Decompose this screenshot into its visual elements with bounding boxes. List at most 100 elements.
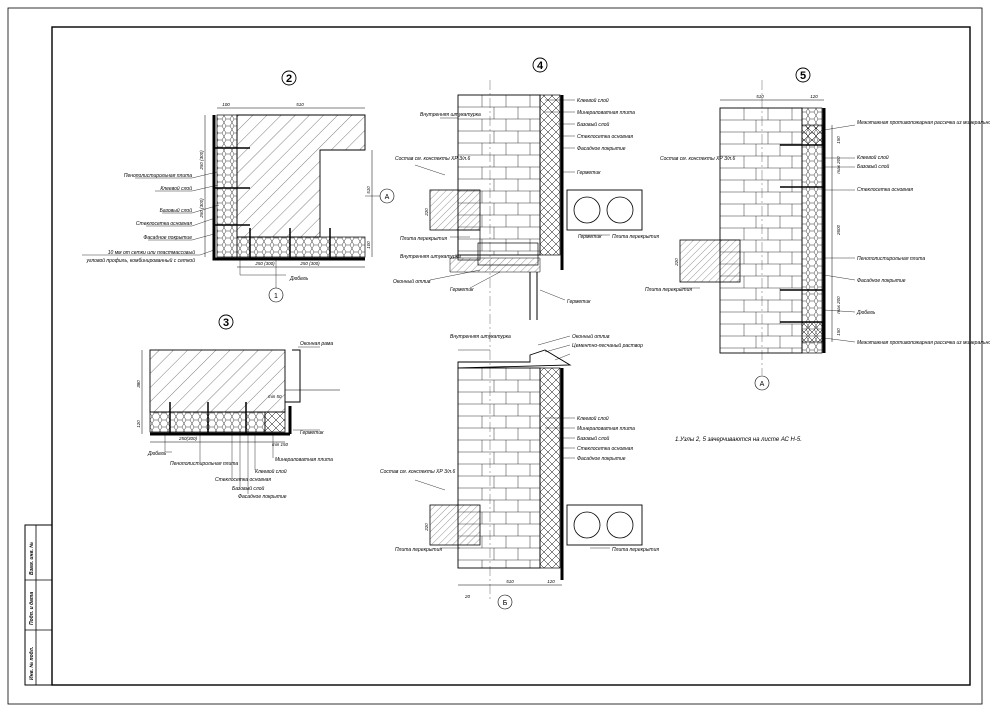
d-4l-3-text: Базовый слой <box>577 121 610 128</box>
d-5dim-5-text: 220 <box>674 258 679 267</box>
d-2l-0-text: Пенополистирольная плита <box>124 173 192 179</box>
dn-3-text: 5 <box>800 70 806 82</box>
d-5dim-4-text: max 200 <box>836 156 841 174</box>
d-3l-1-text: Герметик <box>300 430 324 436</box>
d-5l-5-text: Фасадное покрытие <box>857 278 906 284</box>
dn-1-text: 3 <box>223 317 229 329</box>
d-5dim-3-text: 2600 <box>836 224 841 236</box>
d-2dim-0-text: 100 <box>222 102 230 107</box>
side-stamp: Инв. № подл. Подп. и дата Взам. инв. № <box>24 524 53 686</box>
d-3dim-0-text: 380 <box>136 380 141 388</box>
d-4dim-3-text: 120 <box>547 579 555 584</box>
d-4l-1-text: Клеевой слой <box>577 97 609 104</box>
d-2l-2-text: Базовый слой <box>160 207 193 214</box>
d-4l-4-text: Стеклосетка основная <box>577 134 633 140</box>
detail-5: 5 510 120 150 2600 max 200 220 max 200 1… <box>645 67 990 391</box>
d-2l-6-text: угловой профиль, комбинированный с сетко… <box>85 257 195 264</box>
dn-2-text: 4 <box>537 60 544 72</box>
detail-4: 4 510 120 20 220 220 <box>380 57 659 610</box>
brick-courses <box>720 108 802 353</box>
d-5l-1-text: Клеевой слой <box>857 154 889 161</box>
d-3l-3-text: Пенополистирольная плита <box>170 461 238 467</box>
d-3l-7-text: Клеевой слой <box>255 468 287 475</box>
d-4l-0-text: Внутренняя штукатурка <box>420 112 481 118</box>
d-4l-13-text: Герметик <box>567 299 591 305</box>
ax-0-text: A <box>385 194 390 201</box>
stamp-inv-label: Инв. № подл. <box>29 647 35 680</box>
detail-2-bubble <box>281 70 297 86</box>
d-2dim-2-text: 250 (300) <box>199 150 204 171</box>
d-4l-12-text: Герметик <box>450 287 474 293</box>
d-4l-22-text: Плита перекрытия <box>395 547 442 553</box>
ax-3-text: A <box>760 381 765 388</box>
d-2dim-4-text: 250 (300) <box>254 261 275 266</box>
d-2dim-7-text: 100 <box>366 241 371 249</box>
d-4l-17-text: Клеевой слой <box>577 415 609 422</box>
d-2l-1-text: Клеевой слой <box>160 185 192 192</box>
d-5dim-7-text: 150 <box>836 328 841 336</box>
d-4l-14-text: Внутренняя штукатурка <box>450 334 511 340</box>
d-2dim-1-text: 510 <box>296 102 304 107</box>
d-4l-21-text: Фасадное покрытие <box>577 456 626 462</box>
d-4l-20-text: Стеклосетка основная <box>577 446 633 452</box>
detail-3: 3 380 120 250(300) min 50 min 150 <box>136 314 340 500</box>
d-5s-0-text: Состав см. конспекты ХР 3/л.6 <box>660 156 736 162</box>
d-5l-3-text: Стеклосетка основная <box>857 187 913 193</box>
d-4l-15-text: Оконный отлив <box>572 333 610 340</box>
d-5l-4-text: Пенополистирольная плита <box>857 256 925 262</box>
d-4dim-0-text: 220 <box>424 208 429 217</box>
d-3dim-2-text: 250(300) <box>178 436 198 441</box>
d-3l-6-text: Фасадное покрытие <box>238 494 287 500</box>
d-3l-8-text: Минераловатная плита <box>275 457 333 463</box>
d-2l-4-text: Фасадное покрытие <box>143 235 192 241</box>
d-4dim-4-text: 20 <box>464 594 471 599</box>
d-4s-0-text: Состав см. конспекты ХР 3/л.6 <box>395 156 471 162</box>
ax-2-text: Б <box>503 600 508 607</box>
d-4l-5-text: Фасадное покрытие <box>577 146 626 152</box>
d-4s-1-text: Состав см. конспекты ХР 3/л.6 <box>380 469 456 475</box>
detail-2-number: 2 <box>286 73 292 85</box>
d-4l-7-text: Плита перекрытия <box>400 236 447 242</box>
d-3dim-4-text: min 150 <box>272 442 289 447</box>
d-4l-23-text: Плита перекрытия <box>612 547 659 553</box>
d-4l-8-text: Герметик <box>578 234 602 240</box>
d-4l-18-text: Минераловатная плита <box>577 426 635 432</box>
d-4l-2-text: Минераловатная плита <box>577 110 635 116</box>
d-3l-0-text: Оконная рама <box>300 341 333 347</box>
d-3l-5-text: Базовый слой <box>232 485 265 492</box>
brick-courses <box>458 95 540 255</box>
d-2l-5-text: 10 мм от сетки или пластмассовый <box>108 249 195 256</box>
d-5l-8-text: Плита перекрытия <box>645 287 692 293</box>
stamp-replace-label: Взам. инв. № <box>29 542 35 575</box>
d-5dim-0-text: 510 <box>756 94 764 99</box>
inner-frame <box>51 26 971 686</box>
d-3dim-1-text: 120 <box>136 420 141 428</box>
d-4dim-1-text: 220 <box>424 523 429 532</box>
d-5l-7-text: Межэтажная противопожарная рассечка из м… <box>857 339 990 346</box>
d-3dim-3-text: min 50 <box>268 394 282 399</box>
ax-1-text: 1 <box>274 293 278 300</box>
d-2l-3-text: Стеклосетка основная <box>136 221 192 227</box>
d-2dim-5-text: 250 (300) <box>299 261 320 266</box>
d-4l-16-text: Цементно-песчаный раствор <box>572 342 643 349</box>
outer-frame <box>7 7 983 705</box>
d-4l-19-text: Базовый слой <box>577 435 610 442</box>
d-4l-10-text: Внутренняя штукатурка <box>400 254 461 260</box>
d-2dim-3-text: 250 (300) <box>199 198 204 219</box>
d-4dim-2-text: 510 <box>506 579 514 584</box>
d-5l-2-text: Базовый слой <box>857 163 890 170</box>
d-5dim-1-text: 120 <box>810 94 818 99</box>
d-5dim-6-text: max 200 <box>836 296 841 314</box>
d-5dim-2-text: 150 <box>836 136 841 144</box>
d-5l-0-text: Межэтажная противопожарная рассечка из м… <box>857 119 990 126</box>
d-3l-2-text: Дюбель <box>147 451 167 457</box>
d-4l-6-text: Герметик <box>577 170 601 176</box>
d-4l-11-text: Оконный отлив <box>393 278 431 285</box>
d-3l-4-text: Стеклосетка основная <box>215 477 271 483</box>
d-4l-9-text: Плита перекрытия <box>612 234 659 240</box>
detail-2: 2 100 510 250 (300) 250 (300) 250 (300) … <box>82 70 395 303</box>
d-5l-6-text: Дюбель <box>856 310 876 316</box>
d-2dim-6-text: 510 <box>366 186 371 194</box>
